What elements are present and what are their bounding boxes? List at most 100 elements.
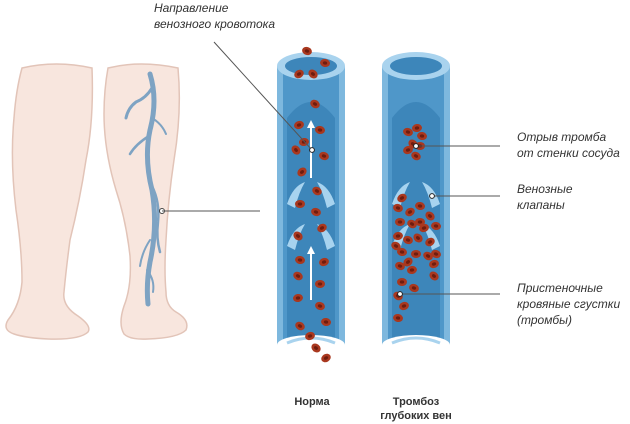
- rbc-center: [427, 240, 433, 244]
- flow-arrow-head: [307, 120, 315, 128]
- rbc-center: [409, 268, 415, 272]
- rbc-center: [428, 214, 432, 218]
- rbc-center: [295, 274, 301, 278]
- red-blood-cell: [393, 203, 403, 213]
- rbc-center: [397, 220, 403, 224]
- vein-branch: [150, 184, 162, 254]
- leg-back: [5, 63, 94, 340]
- rbc-center: [317, 128, 323, 132]
- rbc-center: [296, 123, 302, 127]
- vessel-top-opening: [390, 57, 442, 75]
- red-blood-cell: [425, 211, 435, 221]
- rbc-center: [311, 72, 315, 76]
- red-blood-cell: [431, 221, 441, 231]
- red-blood-cell: [397, 247, 407, 257]
- rbc-center: [414, 126, 420, 130]
- rbc-center: [297, 324, 303, 328]
- rbc-center: [314, 346, 318, 350]
- red-blood-cell: [295, 200, 305, 208]
- red-blood-cell: [431, 249, 441, 259]
- red-blood-cell: [315, 125, 325, 135]
- red-blood-cell: [413, 233, 423, 243]
- leader-lines: [162, 41, 500, 295]
- red-blood-cell: [295, 321, 305, 331]
- valve-upper-left: [287, 182, 305, 208]
- rbc-center: [407, 210, 413, 214]
- red-blood-cell: [415, 218, 425, 226]
- red-blood-cell: [403, 127, 413, 137]
- rbc-center: [304, 49, 310, 53]
- red-blood-cell: [297, 167, 307, 177]
- rbc-center: [323, 356, 329, 360]
- red-blood-cell: [315, 301, 325, 311]
- rbc-center: [317, 304, 323, 308]
- rbc-center: [431, 262, 437, 266]
- vein-branch: [151, 117, 167, 135]
- rbc-center: [416, 236, 420, 240]
- red-blood-cell: [395, 218, 405, 226]
- red-blood-cell: [319, 151, 329, 161]
- rbc-center: [421, 226, 427, 230]
- red-blood-cell: [411, 151, 421, 161]
- red-blood-cell: [395, 261, 405, 271]
- rbc-center: [307, 334, 313, 338]
- rbc-center: [321, 260, 327, 264]
- rbc-center: [297, 258, 303, 262]
- red-blood-cell: [393, 313, 403, 323]
- rbc-center: [317, 282, 323, 286]
- red-blood-cell: [391, 241, 401, 251]
- red-blood-cell: [319, 257, 329, 267]
- leader-flow-direction: [213, 41, 313, 151]
- leg-veins: [124, 71, 167, 307]
- leader-markers: [309, 143, 435, 297]
- red-blood-cell: [293, 293, 303, 303]
- rbc-center: [409, 222, 415, 226]
- red-blood-cell: [291, 145, 301, 155]
- rbc-center: [296, 234, 300, 238]
- rbc-center: [399, 280, 405, 284]
- rbc-center: [313, 210, 319, 214]
- vein-branch: [124, 86, 154, 120]
- red-blood-cell: [321, 353, 331, 363]
- red-blood-cell: [407, 265, 417, 275]
- red-blood-cell: [393, 231, 403, 241]
- rbc-center: [312, 102, 318, 106]
- rbc-center: [399, 196, 405, 200]
- rbc-center: [399, 250, 405, 254]
- caption-normal: Норма: [294, 396, 330, 408]
- red-blood-cell: [419, 223, 429, 233]
- rbc-center: [405, 130, 411, 134]
- vessel-normal: [277, 46, 345, 363]
- red-blood-cell: [411, 250, 421, 258]
- rbc-center: [425, 254, 431, 258]
- red-blood-cell: [429, 259, 439, 269]
- red-blood-cell: [308, 69, 318, 79]
- red-blood-cell: [312, 186, 322, 196]
- rbc-center: [296, 72, 302, 76]
- red-blood-cell: [407, 219, 417, 229]
- red-blood-cell: [397, 193, 407, 203]
- red-blood-cell: [311, 343, 321, 353]
- rbc-center: [419, 134, 425, 138]
- vein-branch: [146, 269, 155, 293]
- rbc-center: [413, 252, 419, 256]
- rbc-center: [321, 154, 327, 158]
- vein-branch: [128, 134, 151, 156]
- rbc-center: [319, 226, 325, 230]
- red-blood-cell: [403, 257, 413, 267]
- vein-branch: [139, 239, 151, 267]
- flow-arrow-head: [307, 246, 315, 254]
- red-blood-cell: [310, 99, 320, 109]
- legs-illustration: [5, 63, 188, 340]
- red-blood-cell: [293, 231, 303, 241]
- red-blood-cell: [294, 69, 304, 79]
- vessel-bottom-rim: [391, 336, 441, 345]
- rbc-center: [405, 238, 411, 242]
- label-parietal-clots: Пристеночные кровяные сгустки (тромбы): [517, 281, 621, 327]
- red-blood-cell: [409, 283, 419, 293]
- rbc-center: [401, 304, 407, 308]
- rbc-center: [323, 320, 329, 324]
- red-blood-cell: [317, 223, 327, 233]
- red-blood-cell: [403, 235, 413, 245]
